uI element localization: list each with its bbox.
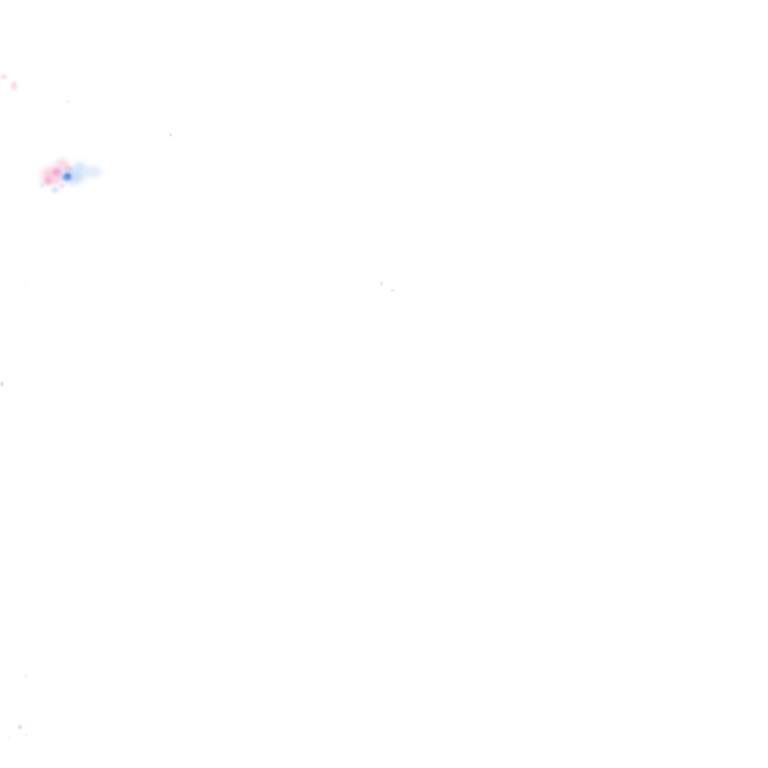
paint-blob-blue-tail <box>79 164 105 180</box>
gray-speck-mid-left <box>22 283 26 287</box>
blue-speck-center-a <box>379 280 383 286</box>
paint-blob-pink-wash-top <box>53 157 71 171</box>
paint-blob-blue-core <box>61 172 73 182</box>
gray-speck-bottom-c <box>7 735 11 739</box>
gray-speck-bottom-d <box>24 733 28 737</box>
paint-blob-pink-wash-left <box>38 164 66 188</box>
paint-blob-blue-lower-speck <box>50 186 60 194</box>
pink-dot-upper <box>65 99 69 103</box>
blue-speck-bottom-a <box>24 674 28 678</box>
paint-blob-pink-lower-speck <box>58 183 66 189</box>
blue-speck-left-edge <box>0 381 4 387</box>
paint-blob-blue-core-dark <box>65 173 71 179</box>
paint-blob-blue-upper <box>72 160 88 172</box>
paint-blob-blue-wash-main <box>58 165 88 187</box>
blue-speck-center-b <box>389 288 395 292</box>
paint-blob-pink-mid <box>62 164 74 174</box>
paint-blob-pink-dense-1 <box>51 167 63 177</box>
pink-speck-topleft-b <box>10 80 18 92</box>
blue-speck-bottom-b <box>17 724 23 730</box>
pink-speck-topleft-a <box>0 74 8 80</box>
paint-blob-blue-left-speck <box>39 181 45 189</box>
pink-speck-mid <box>168 133 172 137</box>
paint-blob-pink-dense-2 <box>43 176 53 186</box>
